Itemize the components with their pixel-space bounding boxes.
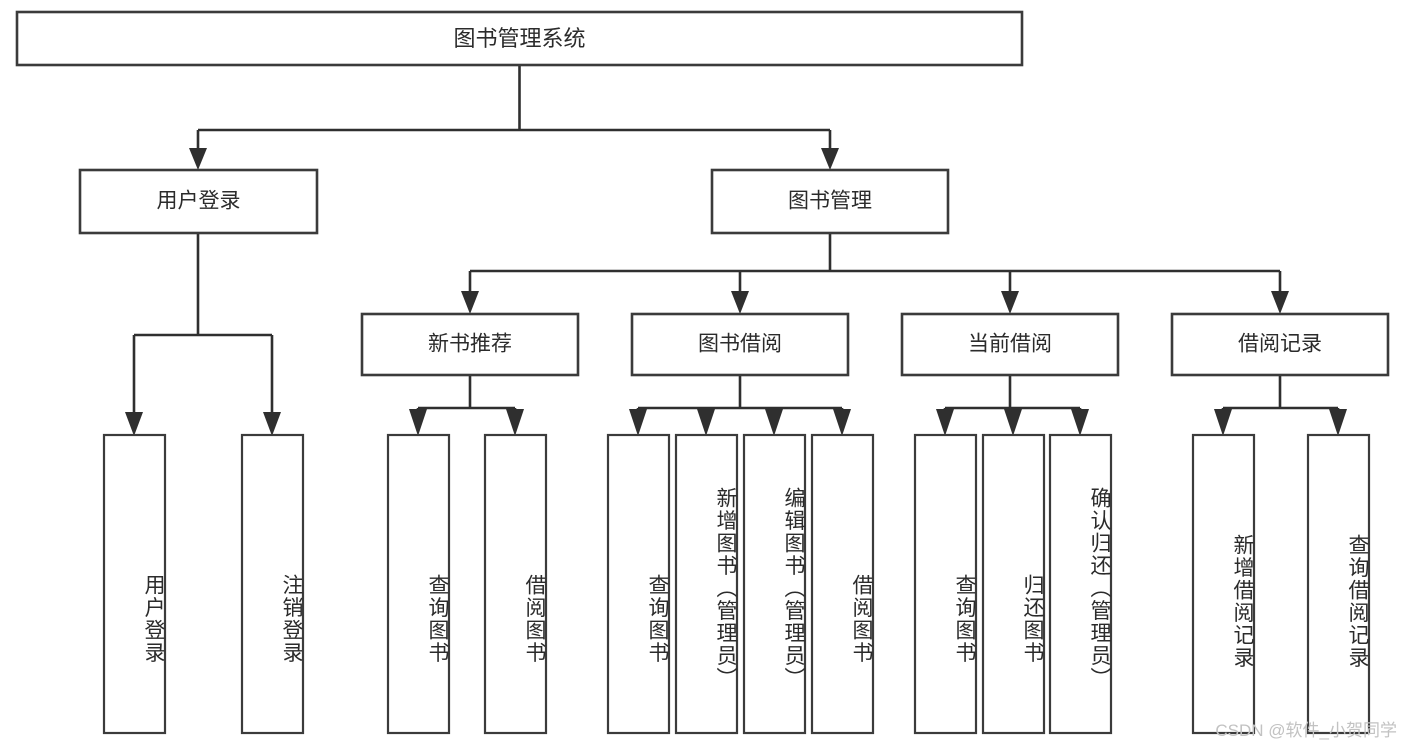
leaf-box-user-login-login[interactable] — [102, 433, 167, 735]
connector-group-borrow-record — [1221, 375, 1340, 417]
arrowhead-nb-leaf-1 — [409, 409, 427, 436]
arrowhead-bb-leaf-3 — [765, 409, 783, 436]
leaf-box-book-borrow-query[interactable] — [606, 433, 671, 735]
connector-group-root — [196, 65, 832, 152]
arrowhead-borrow-record — [1271, 291, 1289, 314]
leaf-box-new-book-query[interactable] — [386, 433, 451, 735]
leaf-box-new-book-borrow[interactable] — [483, 433, 548, 735]
leaf-box-current-borrow-query[interactable] — [913, 433, 978, 735]
arrowhead-current-borrow — [1001, 291, 1019, 314]
leaf-box-book-borrow-add[interactable] — [674, 433, 739, 735]
leaf-box-current-borrow-confirm[interactable] — [1048, 433, 1113, 735]
arrowhead-cb-leaf-1 — [936, 409, 954, 436]
connector-group-new-book — [416, 375, 517, 417]
node-user-login[interactable]: 用户登录 — [78, 168, 319, 235]
arrowhead-br-leaf-1 — [1214, 409, 1232, 436]
leaf-box-current-borrow-return[interactable] — [981, 433, 1046, 735]
node-root-system-label: 图书管理系统 — [453, 26, 585, 51]
arrowhead-br-leaf-2 — [1329, 409, 1347, 436]
arrowhead-leaf-user-login — [125, 412, 143, 436]
node-book-borrow[interactable]: 图书借阅 — [630, 312, 850, 377]
node-new-book-recommend-label: 新书推荐 — [428, 333, 512, 356]
node-book-borrow-label: 图书借阅 — [698, 333, 782, 356]
arrowhead-book-manage — [821, 148, 839, 170]
node-current-borrow[interactable]: 当前借阅 — [900, 312, 1120, 377]
node-borrow-record-label: 借阅记录 — [1238, 333, 1322, 356]
leaf-box-book-borrow-lend[interactable] — [810, 433, 875, 735]
arrowhead-new-book — [461, 291, 479, 314]
leaf-box-book-borrow-edit[interactable] — [742, 433, 807, 735]
arrowhead-book-borrow — [731, 291, 749, 314]
node-current-borrow-label: 当前借阅 — [968, 333, 1052, 356]
leaf-box-borrow-record-add[interactable] — [1191, 433, 1256, 735]
arrowhead-cb-leaf-3 — [1071, 409, 1089, 436]
connector-group-book-borrow — [636, 375, 844, 417]
leaf-box-user-login-logout[interactable] — [240, 433, 305, 735]
node-user-login-label: 用户登录 — [157, 190, 241, 213]
arrowhead-nb-leaf-2 — [506, 409, 524, 436]
arrowhead-cb-leaf-2 — [1004, 409, 1022, 436]
connector-group-user-login — [132, 233, 274, 417]
arrowhead-bb-leaf-2 — [697, 409, 715, 436]
arrowhead-leaf-logout — [263, 412, 281, 436]
node-borrow-record[interactable]: 借阅记录 — [1170, 312, 1390, 377]
leaf-box-borrow-record-query[interactable] — [1306, 433, 1371, 735]
node-new-book-recommend[interactable]: 新书推荐 — [360, 312, 580, 377]
arrowhead-user-login — [189, 148, 207, 170]
node-book-manage-label: 图书管理 — [788, 190, 872, 213]
arrowhead-bb-leaf-1 — [629, 409, 647, 436]
arrowhead-bb-leaf-4 — [833, 409, 851, 436]
connector-group-book-manage — [468, 233, 1282, 296]
watermark-text: CSDN @软件_小贺同学 — [1215, 721, 1397, 740]
node-root-system[interactable]: 图书管理系统 — [15, 10, 1024, 67]
node-book-manage[interactable]: 图书管理 — [710, 168, 950, 235]
